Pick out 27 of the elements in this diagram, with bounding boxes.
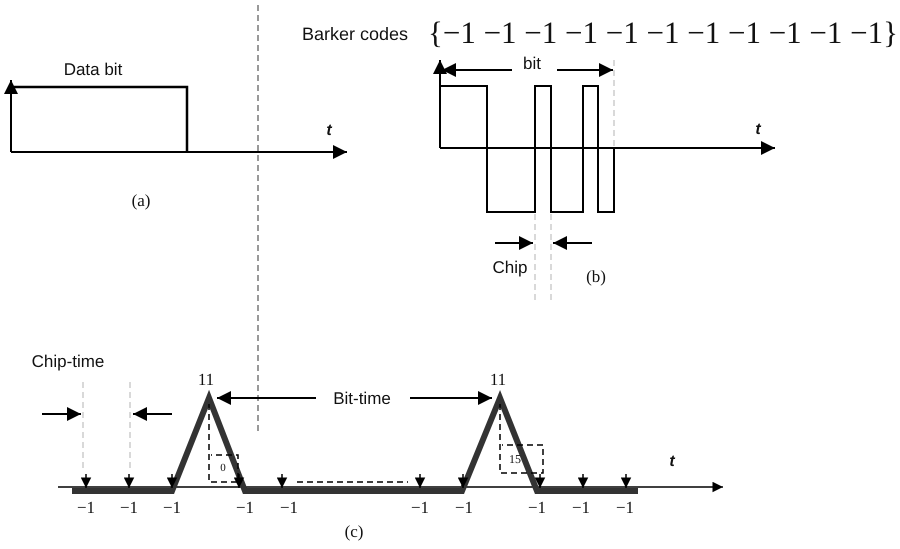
sample-value: −1	[162, 499, 182, 516]
panel-caption: (a)	[132, 192, 150, 209]
peak-value: 11	[198, 371, 214, 388]
axis-label: t	[326, 123, 332, 139]
dimension-label: Chip	[492, 259, 528, 276]
sample-value: −1	[76, 499, 96, 516]
sample-value: −1	[120, 499, 138, 516]
panel-caption: (b)	[586, 268, 606, 285]
dimension-label: Chip-time	[32, 353, 104, 370]
sample-value: −1	[528, 499, 546, 516]
sample-value: −1	[410, 499, 430, 516]
signal-label: Data bit	[64, 61, 122, 78]
sample-value: −1	[280, 499, 298, 516]
dimension-label: Bit-time	[333, 390, 391, 407]
axis-label: t	[669, 454, 675, 470]
axis-label: t	[755, 122, 761, 138]
offset-value: 0	[220, 463, 226, 474]
sample-value: −1	[572, 499, 590, 516]
peak-value: 11	[490, 371, 506, 388]
sample-value: −1	[236, 499, 254, 516]
sample-value: −1	[616, 499, 634, 516]
offset-value: 15	[509, 453, 521, 465]
code-label: Barker codes	[302, 25, 408, 43]
sample-value: −1	[454, 499, 474, 516]
code-sequence: {−1 −1 −1 −1 −1 −1 −1 −1 −1 −1 −1}	[428, 17, 898, 48]
dimension-label: bit	[523, 55, 541, 72]
panel-caption: (c)	[344, 523, 364, 540]
